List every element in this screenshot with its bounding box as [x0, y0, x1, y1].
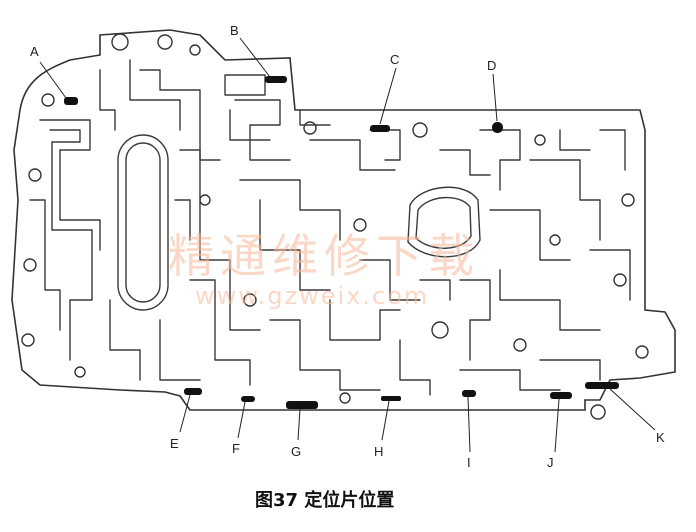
pad-labels: A B C D E F G H I J K: [30, 23, 665, 470]
label-b: B: [230, 23, 239, 38]
label-a: A: [30, 44, 39, 59]
pad-b: [265, 76, 287, 83]
label-f: F: [232, 441, 240, 456]
fluid-channels: [29, 59, 631, 396]
label-i: I: [467, 455, 471, 470]
pad-c: [370, 125, 390, 132]
watermark-title: 精通维修下载: [168, 229, 480, 283]
plate-outline: [11, 29, 676, 411]
pad-a: [64, 97, 78, 105]
bolt-holes: [21, 33, 649, 420]
leader-lines: [39, 37, 656, 453]
pad-g: [286, 401, 318, 409]
locating-pads: [64, 76, 619, 409]
label-h: H: [374, 444, 383, 459]
watermark-url: www.gzweix.com: [195, 282, 429, 310]
label-e: E: [170, 436, 179, 451]
pad-d: [492, 122, 503, 133]
pad-e: [184, 388, 202, 395]
pad-f: [241, 396, 255, 402]
pad-k: [585, 382, 619, 389]
label-c: C: [390, 52, 399, 67]
label-k: K: [656, 430, 665, 445]
pad-j: [550, 392, 572, 399]
figure-caption: 图37 定位片位置: [255, 489, 394, 511]
oval-slot: [117, 134, 169, 311]
label-d: D: [487, 58, 496, 73]
center-cutout: [407, 186, 481, 258]
label-j: J: [547, 455, 554, 470]
pad-h: [381, 396, 401, 401]
pad-i: [462, 390, 476, 397]
label-g: G: [291, 444, 301, 459]
